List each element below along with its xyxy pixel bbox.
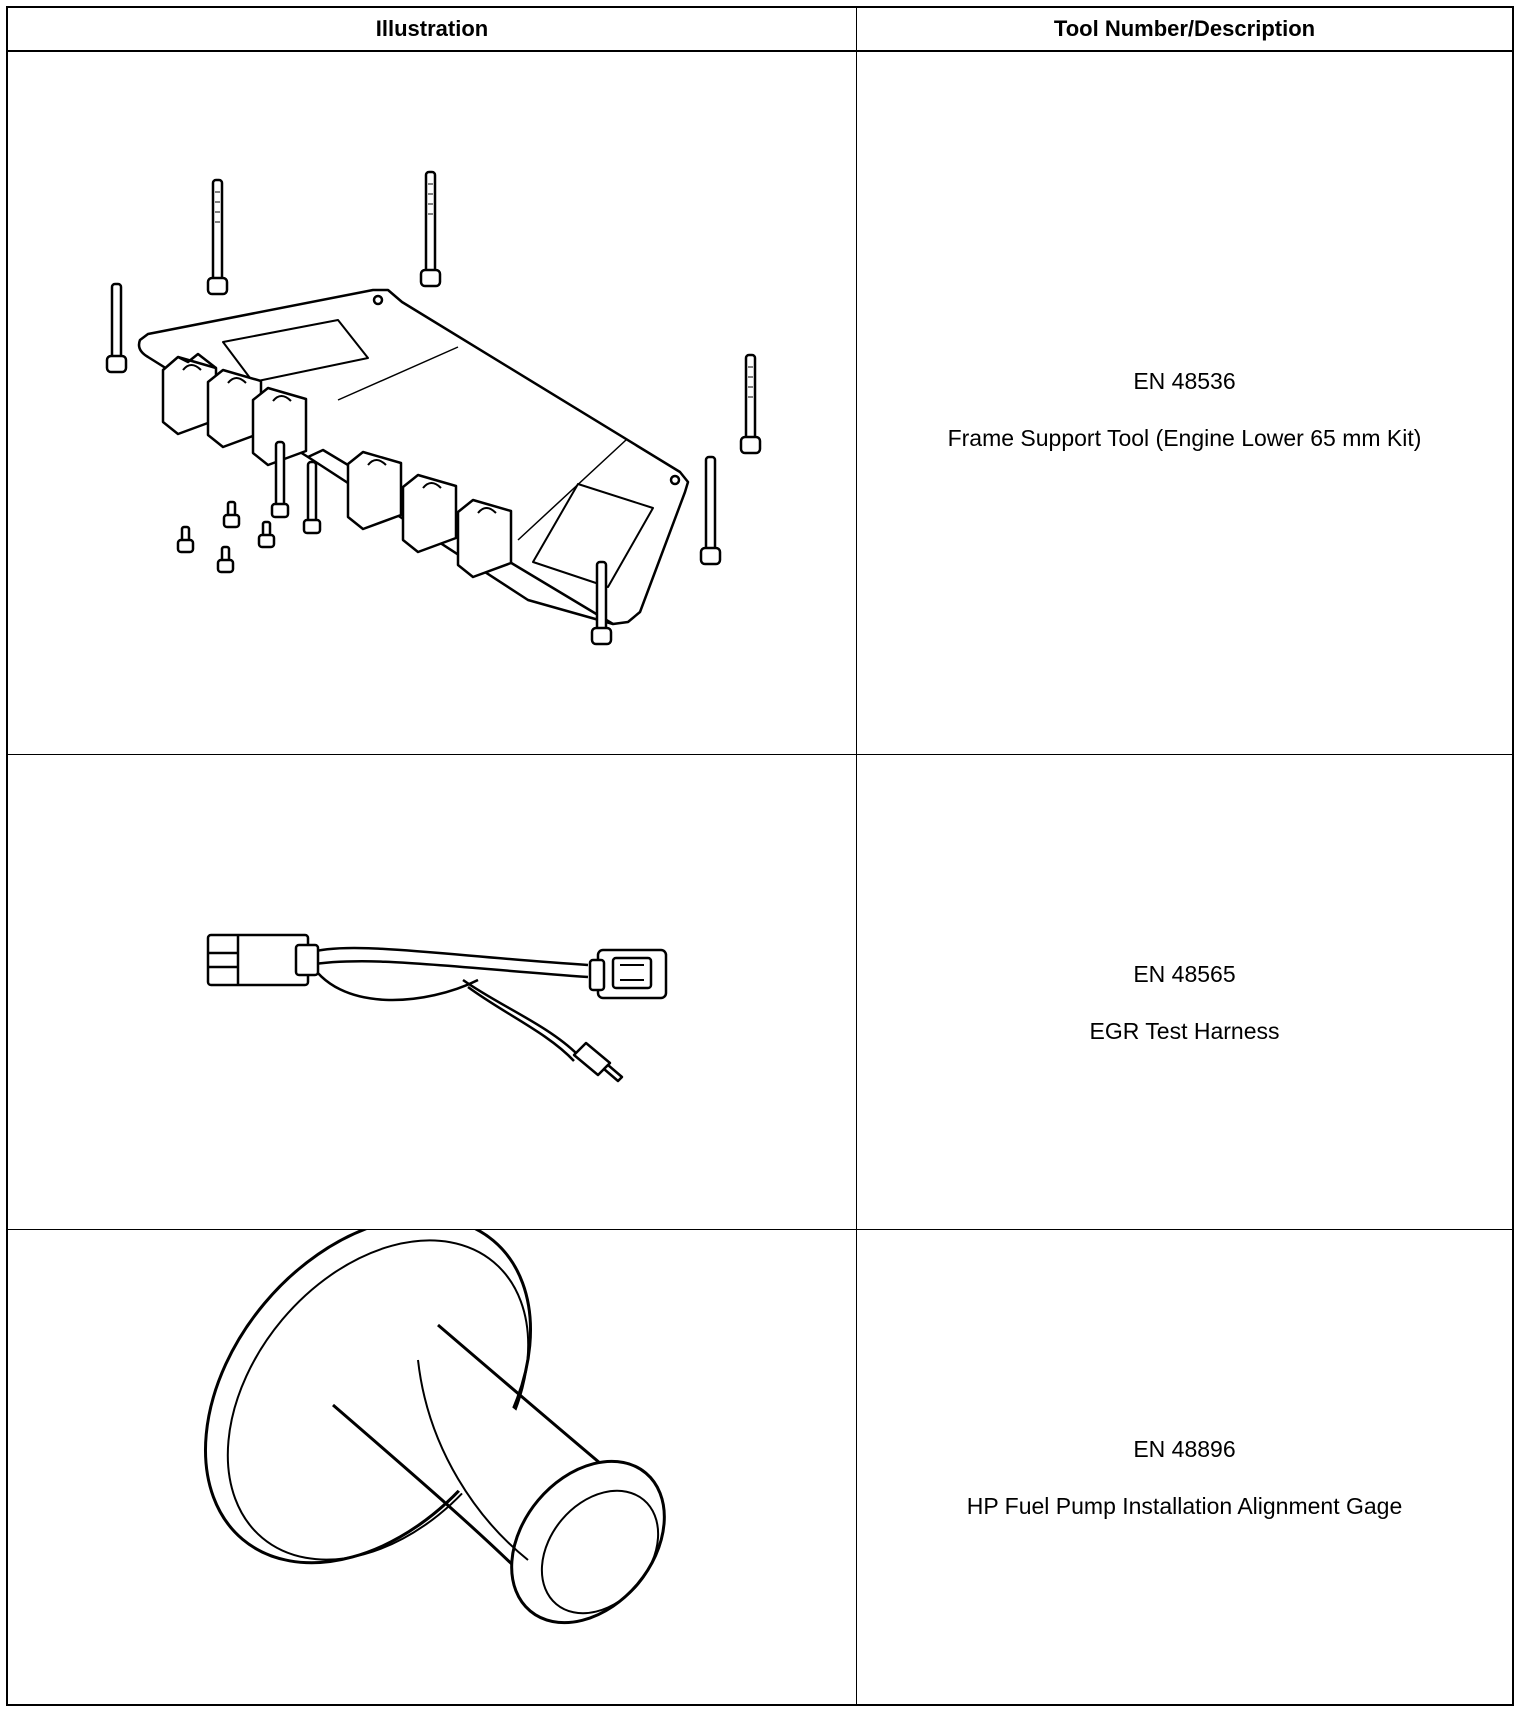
row-divider — [8, 754, 1512, 755]
frame-support-tool-icon — [105, 170, 762, 646]
header-tool-number-description: Tool Number/Description — [1053, 16, 1316, 41]
tool-number: EN 48896 — [1133, 1436, 1236, 1462]
table-row: EN 48896 HP Fuel Pump Installation Align… — [857, 1436, 1512, 1520]
header-illustration: Illustration — [375, 16, 489, 41]
table-row: EN 48565 EGR Test Harness — [857, 961, 1512, 1045]
table-row-illustration — [8, 1230, 856, 1704]
special-tools-table: Illustration Tool Number/Description — [6, 6, 1514, 1706]
tool-number: EN 48565 — [1133, 961, 1236, 987]
egr-test-harness-icon — [206, 933, 668, 1083]
table-row-illustration — [8, 52, 856, 754]
table-row: EN 48536 Frame Support Tool (Engine Lowe… — [857, 368, 1512, 452]
tool-description: EGR Test Harness — [1089, 1018, 1280, 1044]
tool-number: EN 48536 — [1133, 368, 1236, 394]
header-divider — [8, 50, 1512, 52]
column-divider — [856, 8, 857, 1704]
row-divider — [8, 1229, 1512, 1230]
fuel-pump-alignment-gage-icon — [204, 1230, 666, 1625]
tool-description: Frame Support Tool (Engine Lower 65 mm K… — [947, 425, 1422, 451]
tool-description: HP Fuel Pump Installation Alignment Gage — [966, 1493, 1403, 1519]
table-row-illustration — [8, 755, 856, 1229]
